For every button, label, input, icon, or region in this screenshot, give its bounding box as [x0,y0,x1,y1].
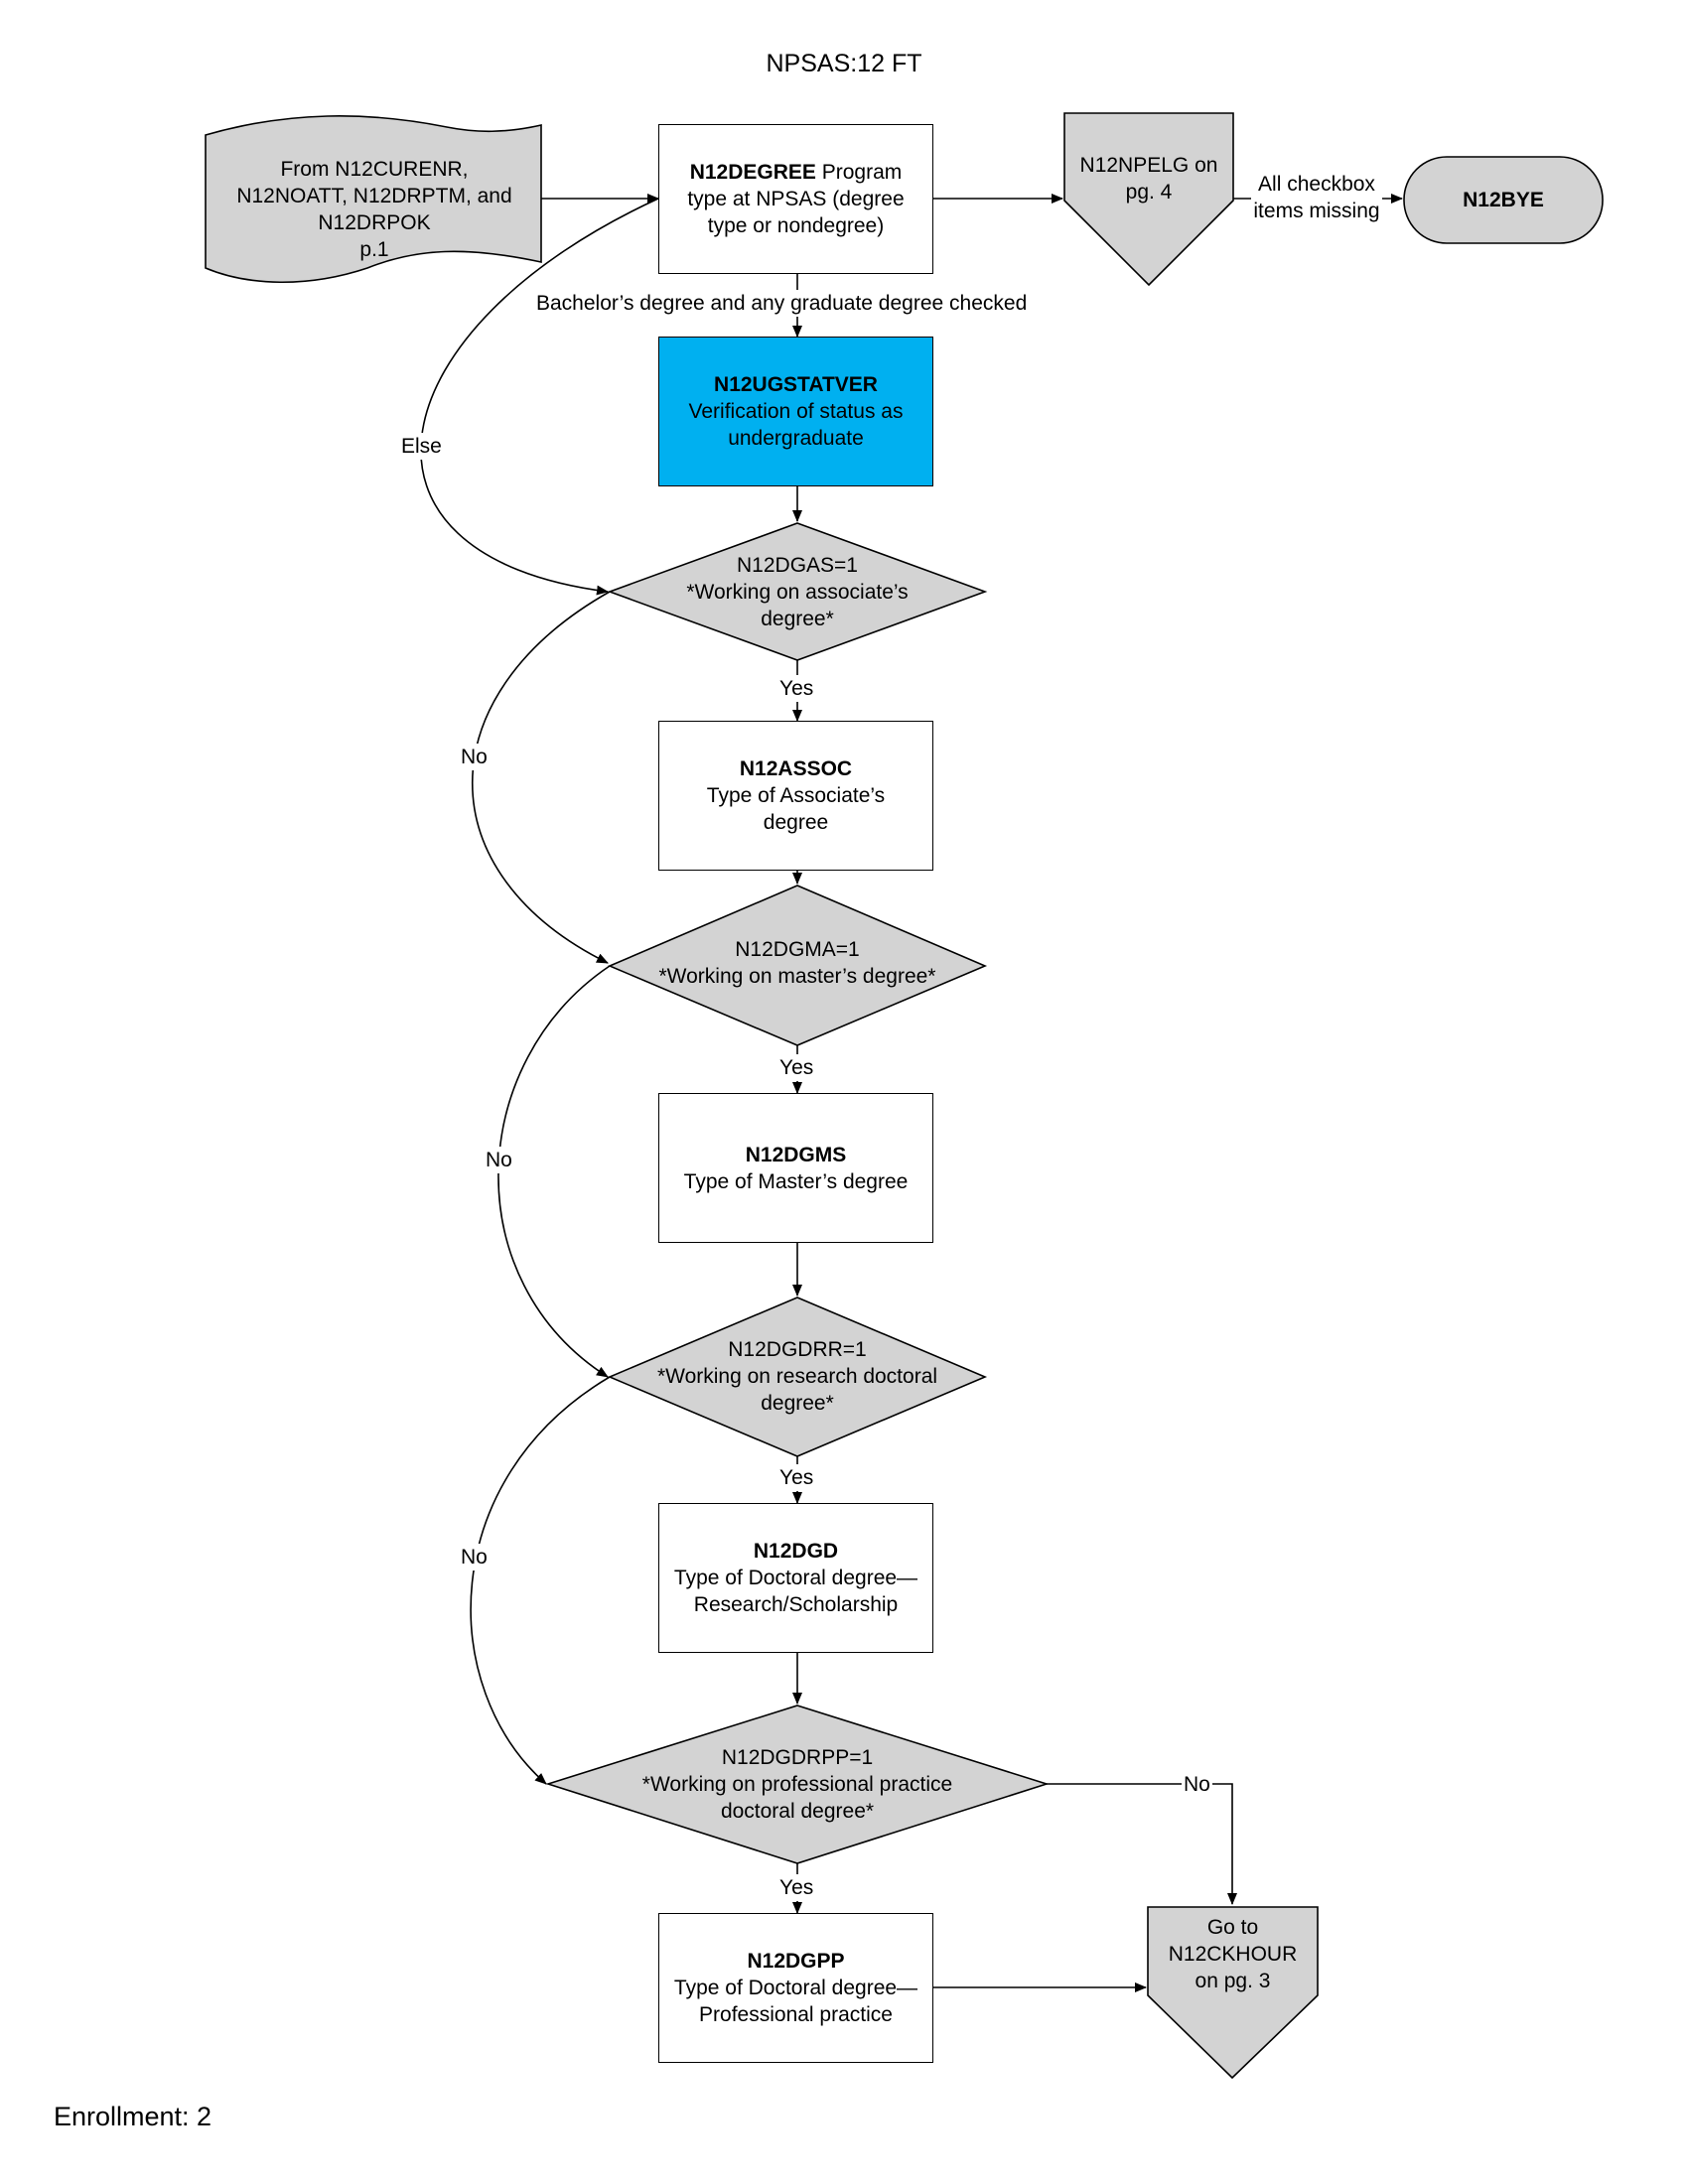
ugstatver-box[interactable]: N12UGSTATVER Verification of status as u… [658,337,933,486]
from-line-2: N12NOATT, N12DRPTM, and [236,185,512,207]
bye-terminator-shape [1403,156,1604,244]
bye-text[interactable]: N12BYE [1404,157,1603,243]
page-title: NPSAS:12 FT [766,50,922,77]
dgas-line-2: *Working on associate’s [686,580,909,604]
all-checkbox-label: All checkbox items missing [1243,169,1390,226]
dgas-no-label: No [459,744,490,770]
bachelor-graduate-label: Bachelor’s degree and any graduate degre… [534,290,1030,317]
dgd-desc-1: Type of Doctoral degree— [673,1567,918,1589]
dgma-text[interactable]: N12DGMA=1 *Working on master’s degree* [635,933,959,993]
dgd-code: N12DGD [753,1540,839,1563]
dgdrpp-line-1: N12DGDRPP=1 [721,1745,874,1769]
edge-dgdrr-no [470,1376,611,1785]
dgdrr-yes-label: Yes [777,1464,816,1491]
dgdrpp-text[interactable]: N12DGDRPP=1 *Working on professional pra… [596,1741,999,1827]
else-label: Else [399,433,444,460]
page-footer: Enrollment: 2 [54,2102,212,2131]
dgas-line-3: degree* [761,607,834,630]
degree-box[interactable]: N12DEGREE Program type at NPSAS (degree … [658,124,933,274]
dgdrpp-line-2: *Working on professional practice [641,1772,953,1796]
from-line-4: p.1 [359,238,389,261]
npelg-offpage-shape [1063,112,1234,287]
edge-else [420,198,659,596]
dgdrr-text[interactable]: N12DGDRR=1 *Working on research doctoral… [635,1333,959,1419]
npelg-line-1: N12NPELG on [1079,154,1218,177]
dgdrr-line-1: N12DGDRR=1 [728,1337,867,1361]
ugstatver-desc-2: undergraduate [728,427,864,450]
dgdrpp-line-3: doctoral degree* [720,1799,875,1823]
edge-dgdrpp-no [1047,1783,1237,1905]
assoc-desc-2: degree [763,811,829,834]
dgdrr-line-2: *Working on research doctoral [656,1364,938,1388]
dgas-text[interactable]: N12DGAS=1 *Working on associate’s degree… [635,549,959,634]
dgma-line-1: N12DGMA=1 [735,938,860,961]
dgas-line-1: N12DGAS=1 [737,553,858,577]
ckhour-line-1: Go to [1206,1915,1259,1939]
edge-dgas-no [472,591,611,964]
dgma-no-label: No [484,1147,514,1173]
degree-line-1: N12DEGREE Program [690,159,903,186]
assoc-box[interactable]: N12ASSOC Type of Associate’s degree [658,721,933,871]
ugstatver-desc-1: Verification of status as [688,400,904,423]
assoc-code: N12ASSOC [739,757,853,780]
ckhour-line-3: on pg. 3 [1195,1969,1271,1992]
ckhour-line-2: N12CKHOUR [1168,1942,1298,1966]
dgpp-box[interactable]: N12DGPP Type of Doctoral degree— Profess… [658,1913,933,2063]
dgms-code: N12DGMS [745,1143,847,1166]
edge-dgma-no [497,965,611,1378]
dgpp-code: N12DGPP [747,1950,845,1973]
dgms-desc-1: Type of Master’s degree [683,1169,909,1193]
dgd-desc-2: Research/Scholarship [693,1593,899,1616]
npelg-line-2: pg. 4 [1125,181,1173,204]
from-document-shape [205,115,542,284]
npelg-text[interactable]: N12NPELG on pg. 4 [1064,149,1233,208]
ugstatver-code: N12UGSTATVER [714,373,878,396]
from-line-3: N12DRPOK [318,211,431,234]
ckhour-text[interactable]: Go to N12CKHOUR on pg. 3 [1148,1912,1318,1995]
degree-line-2: type at NPSAS (degree [687,188,905,210]
from-document-text: From N12CURENR, N12NOATT, N12DRPTM, and … [211,155,538,264]
all-checkbox-line-1: All checkbox [1256,171,1377,198]
dgd-box[interactable]: N12DGD Type of Doctoral degree— Research… [658,1503,933,1653]
degree-code: N12DEGREE [689,161,816,184]
dgdrr-line-3: degree* [761,1391,834,1415]
degree-line-3: type or nondegree) [707,214,885,237]
dgpp-desc-2: Professional practice [699,2003,893,2026]
all-checkbox-line-2: items missing [1251,198,1382,224]
assoc-desc-1: Type of Associate’s [706,784,886,807]
dgms-box[interactable]: N12DGMS Type of Master’s degree [658,1093,933,1243]
dgdrr-no-label: No [459,1544,490,1570]
ckhour-offpage-shape [1147,1906,1319,2080]
degree-desc-first: Program [815,161,903,184]
bye-label: N12BYE [1463,189,1544,211]
dgas-yes-label: Yes [777,675,816,702]
from-line-1: From N12CURENR, [280,158,469,181]
dgma-line-2: *Working on master’s degree* [658,965,936,988]
dgma-yes-label: Yes [777,1054,816,1081]
dgdrpp-no-label: No [1182,1771,1212,1798]
dgpp-desc-1: Type of Doctoral degree— [673,1977,918,1999]
dgdrpp-yes-label: Yes [777,1874,816,1901]
